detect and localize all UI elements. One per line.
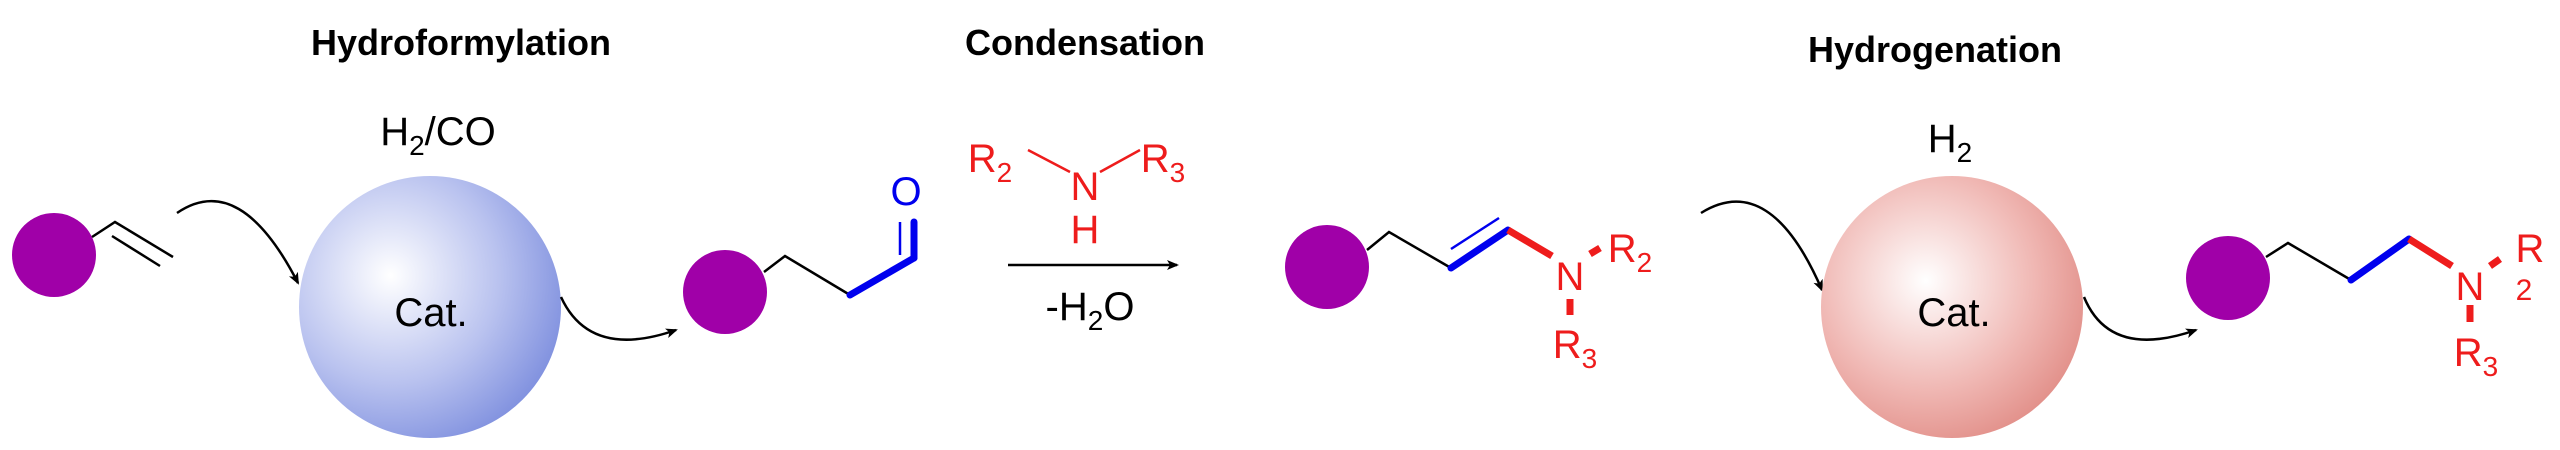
alkene-substrate xyxy=(12,213,174,297)
substrate-sphere xyxy=(683,250,767,334)
substrate-sphere xyxy=(12,213,96,297)
svg-text:R3: R3 xyxy=(1553,323,1597,374)
hydroformylation-catalyst: Cat. xyxy=(299,176,561,438)
tertiary-amine-product: N R 2 R3 xyxy=(2186,227,2544,382)
step-title-condensation: Condensation xyxy=(965,22,1205,63)
substrate-sphere xyxy=(2186,236,2270,320)
substrate-sphere xyxy=(1285,225,1369,309)
svg-text:R3: R3 xyxy=(2454,331,2498,382)
hydrogenation-catalyst: Cat. xyxy=(1821,176,2083,438)
syngas-reagent: H2/CO xyxy=(380,110,496,161)
curved-arrow-out-2 xyxy=(2082,296,2198,341)
catalyst-label: Cat. xyxy=(394,291,467,335)
secondary-amine-reagent: R2 N R3 H xyxy=(968,137,1185,252)
hydrogen-reagent: H2 xyxy=(1928,117,1972,168)
curved-arrow-in-1 xyxy=(176,199,300,285)
svg-text:R2: R2 xyxy=(1608,227,1652,278)
water-byproduct: -H2O xyxy=(1046,285,1135,336)
svg-text:R2: R2 xyxy=(968,137,1012,188)
catalyst-sphere-blue xyxy=(299,176,561,438)
aldehyde-oxygen: O xyxy=(890,170,921,214)
step-title-hydroformylation: Hydroformylation xyxy=(311,22,611,63)
svg-text:R: R xyxy=(2516,227,2545,271)
svg-text:N: N xyxy=(1556,255,1585,299)
curved-arrow-in-2 xyxy=(1700,200,1824,292)
catalyst-label: Cat. xyxy=(1917,291,1990,335)
svg-text:R3: R3 xyxy=(1141,137,1185,188)
svg-text:N: N xyxy=(2456,265,2485,309)
enamine-intermediate: N R2 R3 xyxy=(1285,216,1652,374)
catalyst-sphere-red xyxy=(1821,176,2083,438)
step-title-hydrogenation: Hydrogenation xyxy=(1808,29,2062,70)
curved-arrow-out-1 xyxy=(559,296,678,341)
svg-text:2: 2 xyxy=(2516,274,2533,307)
aldehyde-intermediate: O xyxy=(683,170,922,334)
svg-text:H: H xyxy=(1071,208,1100,252)
svg-text:N: N xyxy=(1071,165,1100,209)
